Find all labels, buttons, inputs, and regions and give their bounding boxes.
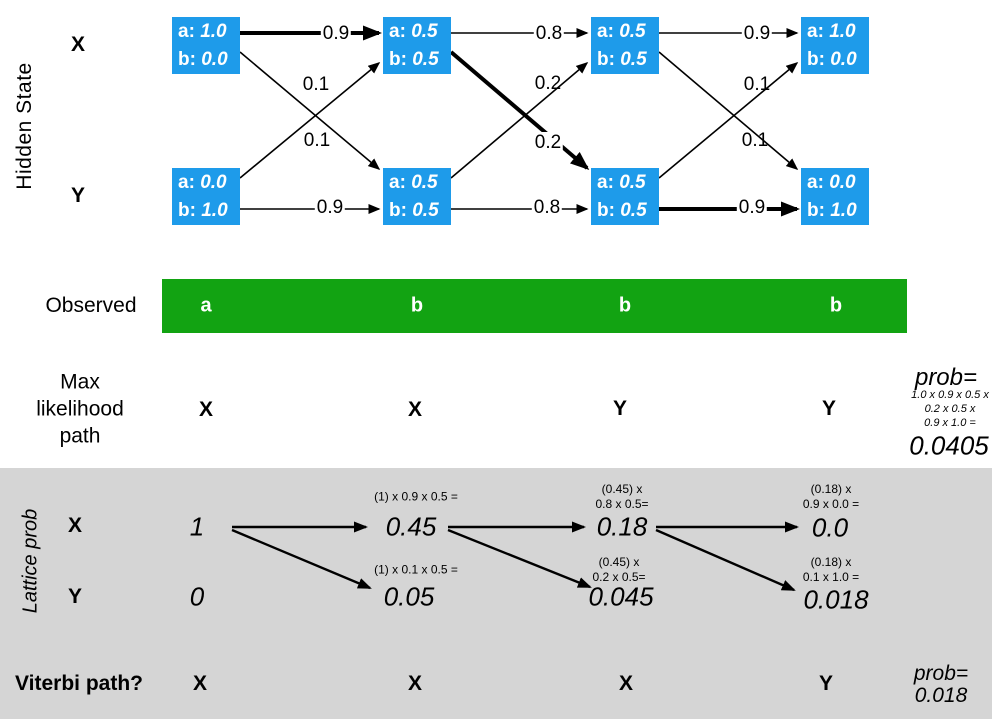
ml-path-state: Y — [821, 397, 837, 420]
edge-y3-x4 — [658, 62, 799, 179]
emission-a-value: 0.0 — [200, 172, 227, 193]
lattice-formula: (0.45) x 0.8 x 0.5= — [595, 482, 649, 511]
max-likelihood-label: Max likelihood path — [36, 370, 124, 448]
ml-prob-formula: 0.9 x 1.0 = — [924, 417, 976, 429]
edge-label: 0.1 — [741, 130, 769, 151]
viterbi-path-state: Y — [818, 672, 834, 695]
hidden-state-axis-label: Hidden State — [13, 62, 36, 190]
edge-label: 0.8 — [533, 23, 565, 45]
lattice-value: 0 — [189, 581, 205, 612]
emission-b-value: 1.0 — [201, 200, 228, 221]
edge-label: 0.1 — [302, 74, 330, 95]
trellis-node-x4: a: 1.0 b: 0.0 — [801, 17, 869, 74]
viterbi-prob: prob= 0.018 — [913, 662, 969, 707]
edge-x1-y2 — [239, 51, 381, 170]
trellis-row-label-y: Y — [70, 184, 86, 207]
edge-label: 0.9 — [741, 23, 773, 45]
emission-a-value: 0.5 — [619, 172, 646, 193]
trellis-node-y1: a: 0.0 b: 1.0 — [172, 168, 240, 225]
observed-value: b — [410, 294, 424, 317]
lattice-value: 0.018 — [803, 584, 869, 615]
edge-x3-y4 — [658, 51, 799, 170]
observed-value: b — [618, 294, 632, 317]
lattice-formula: (0.18) x 0.9 x 0.0 = — [802, 482, 860, 511]
ml-prob-prefix: prob= — [914, 364, 978, 391]
viterbi-label: Viterbi path? — [15, 672, 143, 695]
trellis-node-x2: a: 0.5 b: 0.5 — [383, 17, 451, 74]
lattice-formula: (0.45) x 0.2 x 0.5= — [592, 555, 646, 584]
lattice-panel — [0, 468, 992, 719]
lattice-value: 0.045 — [588, 581, 654, 612]
trellis-row-label-x: X — [70, 33, 86, 56]
emission-a-value: 0.5 — [411, 172, 438, 193]
emission-b-value: 1.0 — [830, 200, 857, 221]
edge-label: 0.1 — [743, 74, 771, 95]
viterbi-path-state: X — [618, 672, 634, 695]
ml-path-state: X — [407, 398, 423, 421]
edge-label: 0.1 — [303, 130, 331, 151]
lattice-formula: (1) x 0.1 x 0.5 = — [374, 562, 458, 577]
observed-value: a — [200, 294, 212, 317]
lattice-value: 0.0 — [811, 512, 849, 543]
emission-b-value: 0.5 — [412, 49, 439, 70]
trellis-node-x1: a: 1.0 b: 0.0 — [172, 17, 240, 74]
lattice-formula: (0.18) x 0.1 x 1.0 = — [802, 555, 860, 584]
edge-label: 0.8 — [531, 197, 563, 219]
emission-b-value: 0.0 — [201, 49, 228, 70]
ml-prob-result: 0.0405 — [909, 430, 989, 461]
edge-label: 0.9 — [736, 197, 768, 219]
emission-b-value: 0.5 — [620, 200, 647, 221]
observed-value: b — [829, 294, 843, 317]
emission-a-value: 0.5 — [411, 21, 438, 42]
observed-bar — [162, 279, 907, 333]
ml-prob-formula: 1.0 x 0.9 x 0.5 x — [911, 389, 989, 401]
lattice-value: 0.05 — [383, 581, 435, 612]
lattice-row-label-x: X — [67, 514, 83, 537]
emission-b-value: 0.5 — [620, 49, 647, 70]
trellis-edges-layer — [239, 25, 800, 217]
edge-label: 0.9 — [314, 197, 346, 219]
lattice-row-label-y: Y — [67, 585, 83, 608]
emission-a-value: 0.0 — [829, 172, 856, 193]
viterbi-path-state: X — [407, 672, 423, 695]
trellis-node-x3: a: 0.5 b: 0.5 — [591, 17, 659, 74]
lattice-formula: (1) x 0.9 x 0.5 = — [374, 489, 458, 504]
trellis-node-y2: a: 0.5 b: 0.5 — [383, 168, 451, 225]
lattice-value: 0.45 — [385, 511, 437, 542]
emission-b-value: 0.5 — [412, 200, 439, 221]
emission-a-value: 1.0 — [200, 21, 227, 42]
edge-label: 0.2 — [534, 73, 562, 94]
edge-label: 0.9 — [320, 23, 352, 45]
emission-a-value: 1.0 — [829, 21, 856, 42]
emission-b-value: 0.0 — [830, 49, 857, 70]
edge-y2-x3 — [450, 62, 589, 179]
viterbi-path-state: X — [192, 672, 208, 695]
lattice-value: 1 — [189, 511, 205, 542]
edge-y1-x2 — [239, 62, 381, 179]
ml-path-state: X — [198, 398, 214, 421]
edge-label: 0.2 — [532, 132, 564, 154]
trellis-node-y4: a: 0.0 b: 1.0 — [801, 168, 869, 225]
emission-a-value: 0.5 — [619, 21, 646, 42]
lattice-axis-label: Lattice prob — [19, 508, 42, 614]
lattice-value: 0.18 — [596, 511, 648, 542]
observed-label: Observed — [45, 294, 137, 317]
ml-prob-formula: 0.2 x 0.5 x — [924, 403, 976, 415]
edge-x2-y3 — [449, 50, 590, 170]
ml-path-state: Y — [612, 397, 628, 420]
trellis-node-y3: a: 0.5 b: 0.5 — [591, 168, 659, 225]
